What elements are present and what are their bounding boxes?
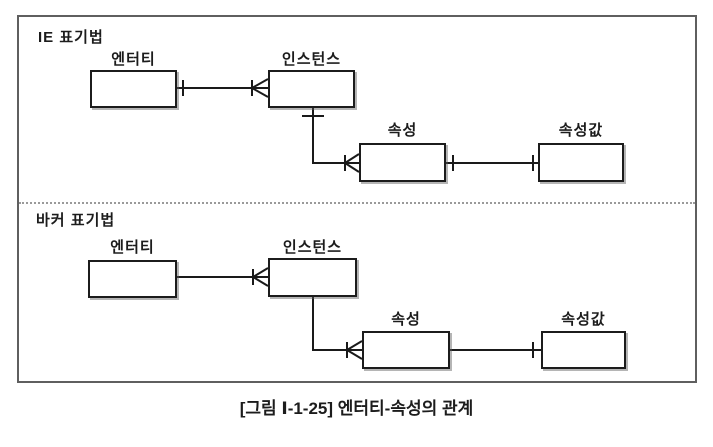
barker-instance-box bbox=[268, 258, 357, 297]
ie-entity-label: 엔터티 bbox=[111, 51, 156, 68]
barker-entity-label: 엔터티 bbox=[110, 239, 155, 256]
barker-entity-box bbox=[88, 260, 177, 298]
ie-attribute-label: 속성 bbox=[387, 122, 418, 139]
section-divider bbox=[19, 202, 695, 204]
ie-attribute-value-label: 속성값 bbox=[558, 122, 604, 139]
barker-attribute-value-box bbox=[541, 331, 626, 369]
ie-instance-label: 인스턴스 bbox=[281, 51, 342, 68]
ie-instance-box bbox=[268, 70, 355, 108]
ie-section-title: IE 표기법 bbox=[38, 29, 104, 46]
ie-entity-box bbox=[90, 70, 177, 108]
barker-section-title: 바커 표기법 bbox=[36, 212, 116, 229]
ie-attribute-box bbox=[359, 143, 446, 182]
figure-caption: [그림 Ⅰ-1-25] 엔터티-속성의 관계 bbox=[239, 399, 474, 418]
barker-attribute-box bbox=[362, 331, 450, 369]
barker-attribute-label: 속성 bbox=[391, 311, 421, 328]
barker-instance-label: 인스턴스 bbox=[282, 239, 343, 256]
barker-attribute-value-label: 속성값 bbox=[561, 311, 606, 328]
ie-attribute-value-box bbox=[538, 143, 624, 182]
